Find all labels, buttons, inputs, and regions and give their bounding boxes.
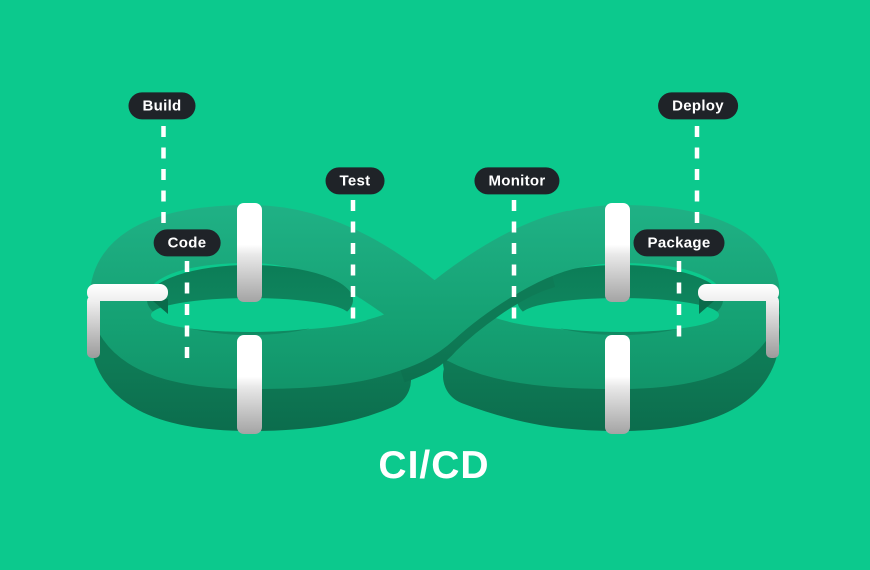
marker-package [605,203,630,302]
label-connectors [161,126,700,358]
label-package: Package [633,229,725,257]
label-code: Code [153,229,221,257]
label-deploy: Deploy [658,92,738,120]
right-end-shadow [699,299,714,314]
diagram-title: CI/CD [378,444,490,487]
marker-deploy [605,335,630,434]
left-end-shadow [153,299,168,314]
stage-markers [237,203,630,434]
label-build: Build [128,92,196,120]
marker-code [237,203,262,302]
label-monitor: Monitor [474,167,560,195]
right-ribbon-end [698,284,779,358]
marker-build [237,335,262,434]
left-ribbon-end [87,284,168,358]
label-test: Test [325,167,385,195]
